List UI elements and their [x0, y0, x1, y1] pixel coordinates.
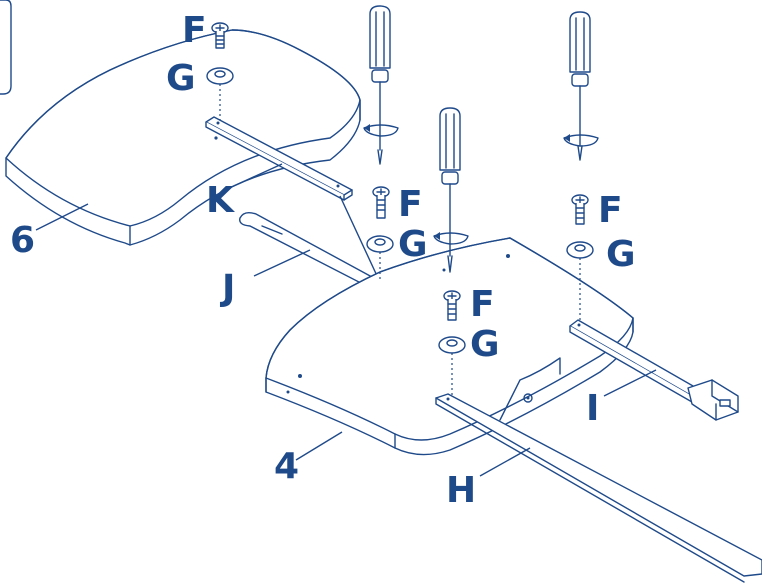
label-part-i: I — [586, 388, 599, 429]
screwdriver-icon — [563, 11, 599, 161]
label-part-g-4: G — [606, 234, 636, 275]
screw-icon — [211, 22, 229, 49]
label-part-6: 6 — [10, 220, 35, 261]
screw-icon — [571, 194, 589, 225]
label-part-g-1: G — [166, 58, 196, 99]
label-part-k: K — [206, 180, 235, 221]
panel-frame — [0, 0, 12, 95]
label-part-f-1: F — [182, 10, 207, 51]
screw-icon — [443, 290, 461, 321]
leader-6 — [35, 203, 89, 231]
leader-j — [253, 249, 311, 277]
screwdriver-icon — [433, 107, 469, 273]
label-part-f-4: F — [598, 190, 623, 231]
washer-icon — [366, 235, 394, 253]
label-part-f-3: F — [470, 284, 495, 325]
leader-i — [603, 369, 657, 397]
label-part-f-2: F — [398, 184, 423, 225]
leader-h — [479, 447, 531, 477]
washer-icon — [438, 336, 466, 354]
label-part-h: H — [446, 470, 476, 511]
seat-panel-6 — [5, 29, 361, 246]
leader-k — [224, 163, 283, 191]
washer-icon — [566, 241, 594, 259]
washer-icon — [206, 67, 234, 85]
label-part-g-2: G — [398, 224, 428, 265]
leader-4 — [295, 431, 343, 461]
strap-h — [435, 393, 762, 583]
bracket-k — [205, 116, 353, 201]
label-part-j: J — [219, 268, 235, 309]
screwdriver-icon — [363, 5, 399, 165]
label-part-g-3: G — [470, 324, 500, 365]
label-part-4: 4 — [274, 446, 299, 487]
guide-k-to-j — [339, 195, 379, 279]
screw-icon — [372, 186, 390, 219]
